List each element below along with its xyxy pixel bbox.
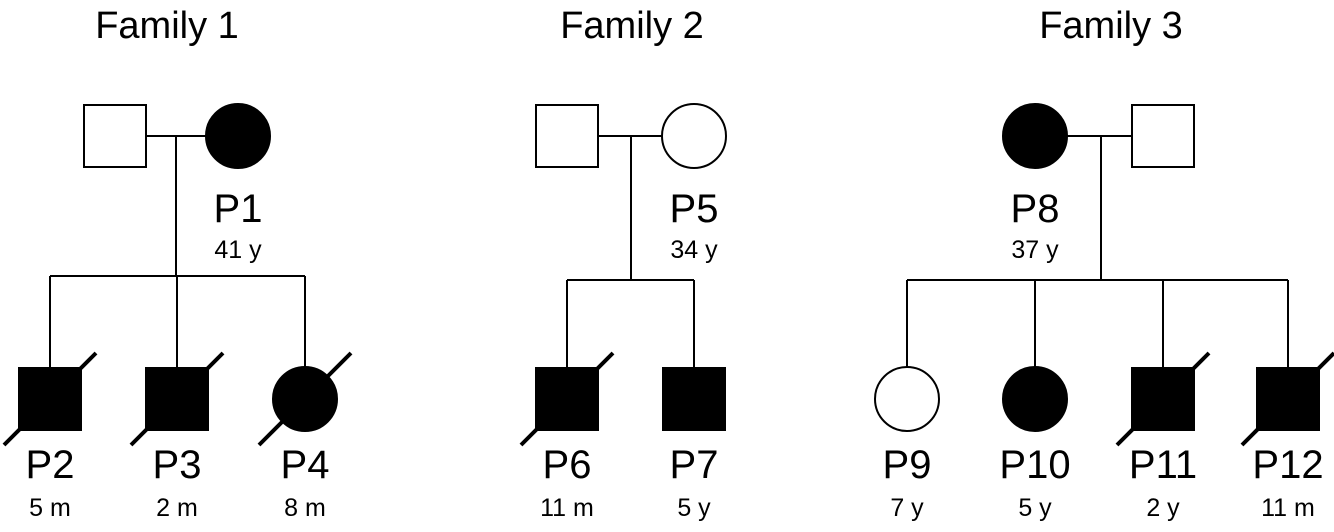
- parent-male-symbol: [83, 104, 147, 168]
- person-id: P4: [281, 443, 330, 487]
- person-id: P2: [26, 443, 75, 487]
- person-id: P12: [1252, 443, 1323, 487]
- person-id: P10: [999, 443, 1070, 487]
- person-age: 5 y: [677, 494, 711, 522]
- person-age: 7 y: [890, 494, 924, 522]
- family-title: Family 2: [560, 5, 704, 47]
- parent-female-symbol: [1002, 103, 1068, 169]
- person-id: P11: [1129, 443, 1197, 487]
- parent-male-symbol: [535, 104, 599, 168]
- child-deceased-mark: [519, 351, 615, 447]
- child-deceased-mark: [2, 351, 98, 447]
- person-age: 11 m: [540, 494, 594, 522]
- family-3: Family 3 P8 37 y P9 7 y P10 5 y P11 2 y P12 11 m: [874, 5, 1334, 522]
- family-title: Family 3: [1039, 5, 1183, 47]
- child-female-symbol: [874, 366, 940, 432]
- child-deceased-mark: [1115, 351, 1211, 447]
- child-male-symbol: [662, 367, 726, 431]
- person-age: 8 m: [284, 494, 326, 522]
- family-2: Family 2 P5 34 y P6 11 m P7 5 y: [519, 5, 727, 522]
- child-female-symbol: [1002, 366, 1068, 432]
- child-deceased-mark: [257, 351, 353, 447]
- person-id: P9: [883, 443, 932, 487]
- parent-female-symbol: [661, 103, 727, 169]
- person-age: 5 y: [1018, 494, 1052, 522]
- person-age: 11 m: [1261, 494, 1315, 522]
- person-age: 2 m: [156, 494, 198, 522]
- person-id: P3: [153, 443, 202, 487]
- parent-female-symbol: [205, 103, 271, 169]
- person-id: P7: [670, 443, 719, 487]
- family-title: Family 1: [95, 5, 239, 47]
- person-id: P5: [670, 187, 719, 231]
- child-deceased-mark: [129, 351, 225, 447]
- person-age: 34 y: [670, 236, 718, 264]
- child-deceased-mark: [1240, 351, 1334, 447]
- person-age: 41 y: [214, 236, 262, 264]
- parent-male-symbol: [1131, 104, 1195, 168]
- person-id: P8: [1011, 187, 1060, 231]
- person-age: 2 y: [1146, 494, 1180, 522]
- person-age: 37 y: [1011, 236, 1059, 264]
- person-age: 5 m: [29, 494, 71, 522]
- person-id: P6: [543, 443, 592, 487]
- family-1: Family 1 P1 41 y P2 5 m P3 2 m P4 8 m: [2, 5, 353, 522]
- person-id: P1: [214, 187, 263, 231]
